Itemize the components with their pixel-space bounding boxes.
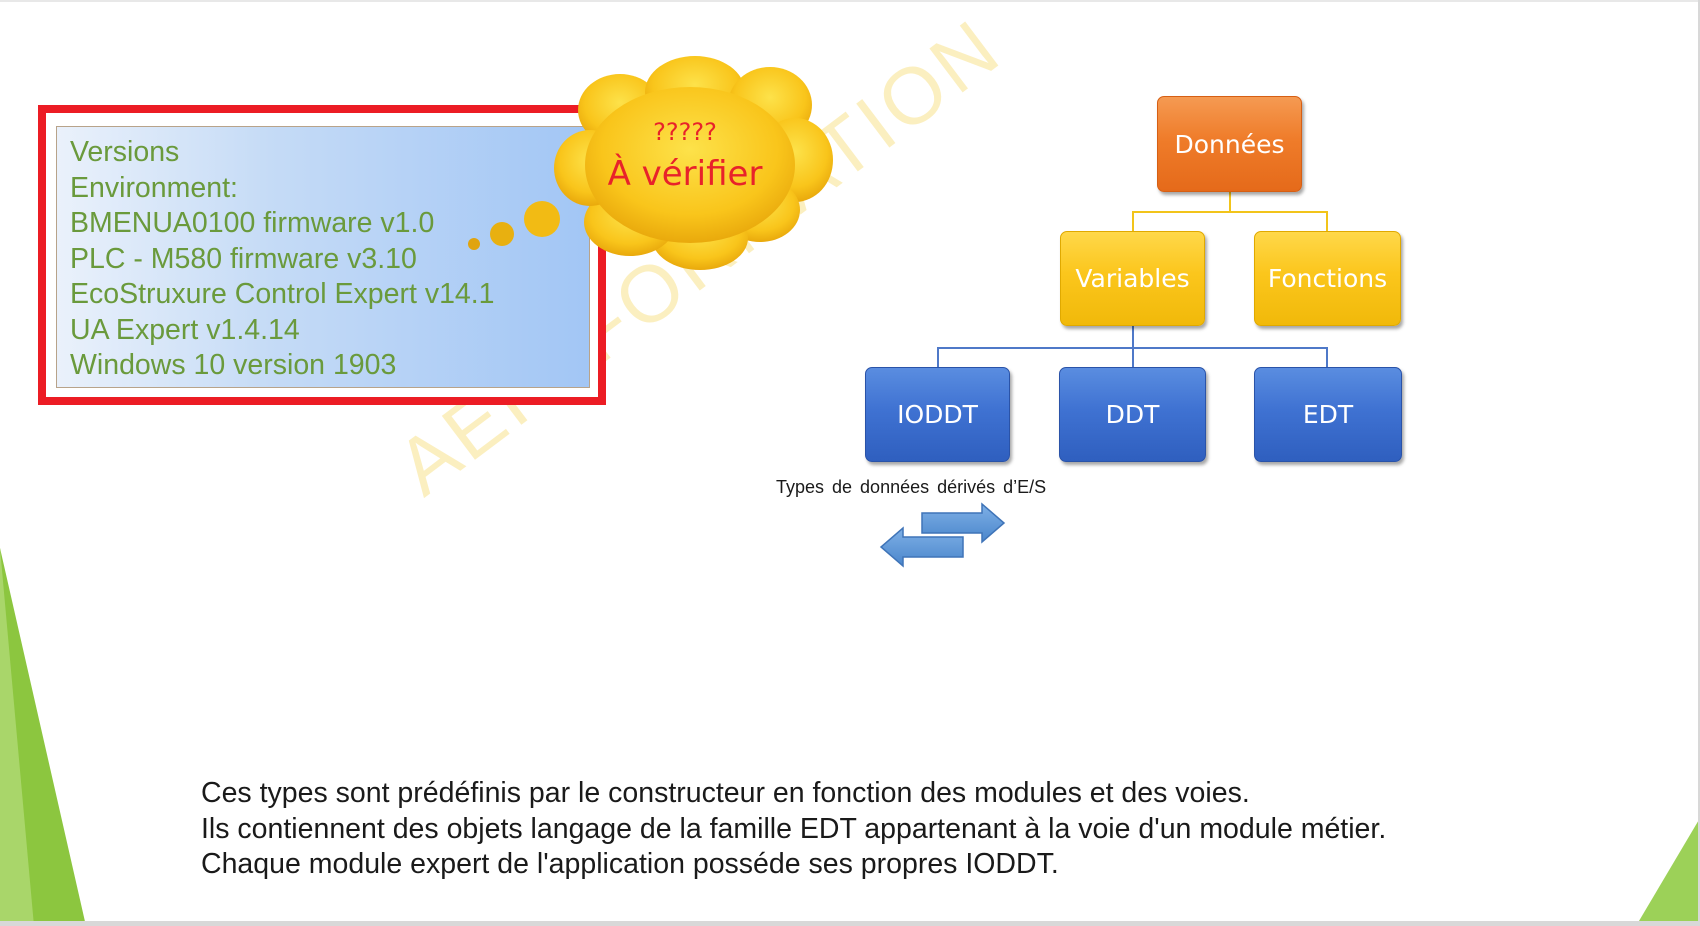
cloud-question-marks: ????? [653, 118, 717, 146]
versions-panel: Versions Environment: BMENUA0100 firmwar… [56, 126, 590, 388]
description-line-1: Ces types sont prédéfinis par le constru… [201, 777, 1250, 809]
arrow-right-icon [921, 502, 1006, 544]
connector-root-down [1229, 192, 1231, 212]
connector-to-variables [1132, 211, 1134, 231]
connector-level2-bar [1132, 211, 1328, 213]
node-fonctions: Fonctions [1254, 231, 1401, 326]
versions-item-bmenua: BMENUA0100 firmware v1.0 [70, 207, 435, 239]
versions-item-ecostruxure: EcoStruxure Control Expert v14.1 [70, 278, 495, 310]
node-ddt: DDT [1059, 367, 1206, 462]
connector-to-ddt [1132, 347, 1134, 367]
node-donnees: Données [1157, 96, 1302, 192]
connector-variables-down [1132, 326, 1134, 348]
node-edt: EDT [1254, 367, 1402, 462]
versions-item-plc: PLC - M580 firmware v3.10 [70, 242, 417, 275]
left-green-triangle-light [0, 548, 34, 926]
description-line-2: Ils contiennent des objets langage de la… [201, 812, 1387, 845]
versions-item-uaexpert: UA Expert v1.4.14 [70, 313, 300, 346]
top-border [0, 0, 1700, 2]
description-line-3: Chaque module expert de l'application po… [201, 848, 1059, 880]
node-variables: Variables [1060, 231, 1205, 326]
versions-environment-label: Environment: [70, 171, 238, 204]
bottom-border [0, 921, 1700, 926]
versions-title: Versions [70, 136, 180, 168]
description-text: Ces types sont prédéfinis par le constru… [201, 776, 1521, 883]
io-types-caption: Types de données dérivés d’E/S [776, 477, 1047, 497]
connector-to-ioddt [937, 347, 939, 367]
connector-to-edt [1326, 347, 1328, 367]
cloud-verify-label: À vérifier [607, 154, 763, 194]
right-green-triangle [1636, 818, 1700, 926]
arrow-left-icon [879, 526, 964, 568]
left-green-triangle [0, 548, 86, 926]
node-ioddt: IODDT [865, 367, 1010, 462]
versions-item-windows: Windows 10 version 1903 [70, 349, 397, 381]
connector-to-fonctions [1326, 211, 1328, 231]
